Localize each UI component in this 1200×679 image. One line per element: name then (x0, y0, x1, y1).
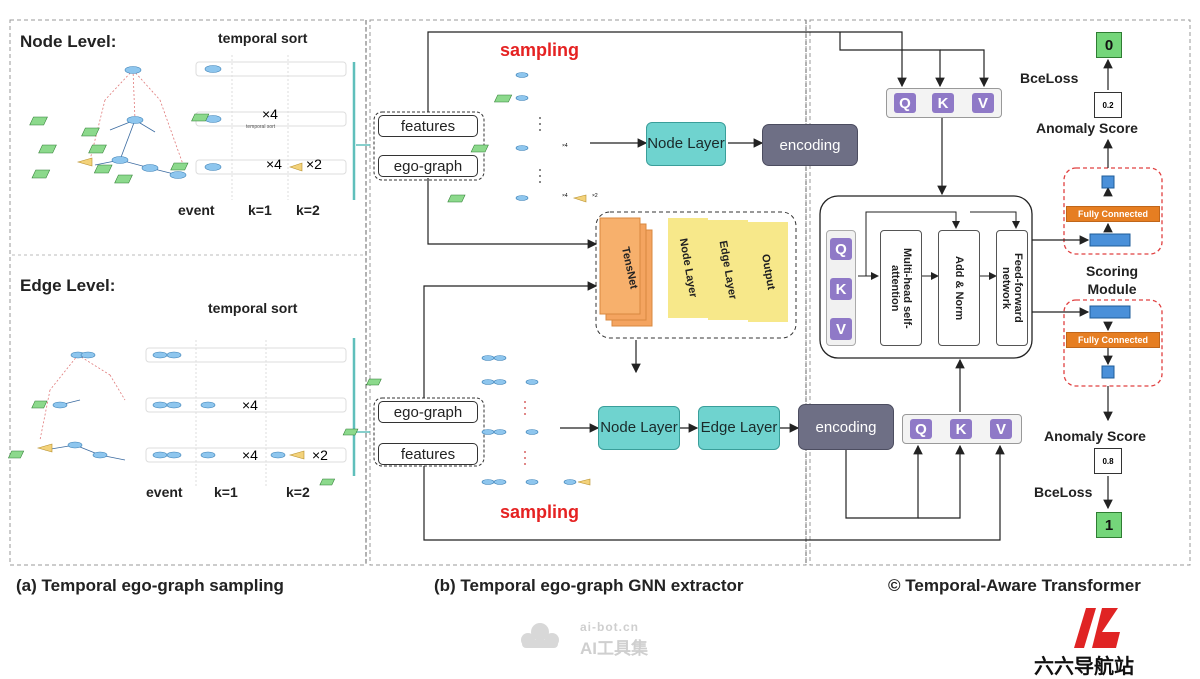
node-layer-bottom: Node Layer (598, 406, 680, 450)
node-temporal-sort-small: temporal sort (246, 124, 276, 130)
bceloss-bottom: BceLoss (1034, 484, 1093, 500)
node-k2-label: k=2 (296, 202, 320, 218)
node-level-grid (195, 55, 347, 200)
node-x4-b: ×4 (266, 156, 282, 172)
bceloss-top: BceLoss (1020, 70, 1079, 86)
output-card: Output (748, 222, 788, 322)
encoding-bottom: encoding (798, 404, 894, 450)
edge-x4-a: ×4 (242, 397, 258, 413)
ego-graph-box-bottom: ego-graph (378, 401, 478, 423)
edge-level-title: Edge Level: (20, 276, 116, 295)
encoding-top: encoding (762, 124, 858, 166)
node-level-nodes (29, 116, 133, 184)
liuliu-logo (1074, 608, 1120, 648)
edge-temporal-sort-label: temporal sort (208, 300, 298, 316)
label-bottom: 1 (1096, 512, 1122, 538)
anomaly-score-top: Anomaly Score (1036, 120, 1138, 136)
multi-head-attention: Multi-head self-attention (880, 230, 922, 346)
panel-c-border (809, 19, 1191, 566)
node-k1-label: k=1 (248, 202, 272, 218)
score-top: 0.2 (1094, 92, 1122, 118)
caption-c: © Temporal-Aware Transformer (888, 576, 1141, 595)
node-x2: ×2 (306, 156, 322, 172)
scoring-module-label: Scoring Module (1085, 263, 1139, 297)
node-level-graph (89, 69, 186, 171)
fully-connected-top: Fully Connected (1066, 206, 1160, 222)
edge-x4-b: ×4 (242, 447, 258, 463)
edge-x2: ×2 (312, 447, 328, 463)
k-top: K (932, 93, 954, 113)
q-top: Q (894, 93, 916, 113)
caption-a: (a) Temporal ego-graph sampling (16, 576, 284, 595)
sample-x4-top2: ×4 (562, 193, 568, 199)
edge-k1-label: k=1 (214, 484, 238, 500)
sample-x2-top: ×2 (592, 193, 598, 199)
features-box-bottom: features (378, 443, 478, 465)
sampling-label-top: sampling (500, 40, 580, 60)
node-layer-card: Node Layer (668, 218, 708, 318)
feed-forward-network: Feed-forward network (996, 230, 1028, 346)
anomaly-score-bottom: Anomaly Score (1044, 428, 1146, 444)
sample-x4-top: ×4 (562, 143, 568, 149)
ai-bot-domain: ai-bot.cn (580, 620, 639, 634)
node-x4-a: ×4 (262, 106, 278, 122)
k-bottom: K (950, 419, 972, 439)
label-top: 0 (1096, 32, 1122, 58)
q-bottom: Q (910, 419, 932, 439)
caption-b: (b) Temporal ego-graph GNN extractor (434, 576, 744, 595)
v-bottom: V (990, 419, 1012, 439)
liuliu-name: 六六导航站 (1034, 656, 1134, 678)
node-level-title: Node Level: (20, 32, 117, 51)
node-event-label: event (178, 202, 215, 218)
q-inner: Q (830, 238, 852, 260)
edge-event-label: event (146, 484, 183, 500)
score-bottom: 0.8 (1094, 448, 1122, 474)
k-inner: K (830, 278, 852, 300)
edge-layer-card: Edge Layer (708, 220, 748, 320)
sampling-label-bottom: sampling (500, 502, 580, 522)
fully-connected-bottom: Fully Connected (1066, 332, 1160, 348)
features-box-top: features (378, 115, 478, 137)
node-temporal-sort-label: temporal sort (218, 30, 308, 46)
edge-layer-bottom: Edge Layer (698, 406, 780, 450)
add-norm: Add & Norm (938, 230, 980, 346)
edge-level-grid (145, 340, 347, 486)
ai-bot-logo (521, 623, 559, 648)
panel-a-border (9, 19, 367, 566)
panel-b-border (369, 19, 807, 566)
ai-bot-name: AI工具集 (580, 639, 648, 658)
v-top: V (972, 93, 994, 113)
edge-k2-label: k=2 (286, 484, 310, 500)
ego-graph-box-top: ego-graph (378, 155, 478, 177)
v-inner: V (830, 318, 852, 340)
node-layer-top: Node Layer (646, 122, 726, 166)
